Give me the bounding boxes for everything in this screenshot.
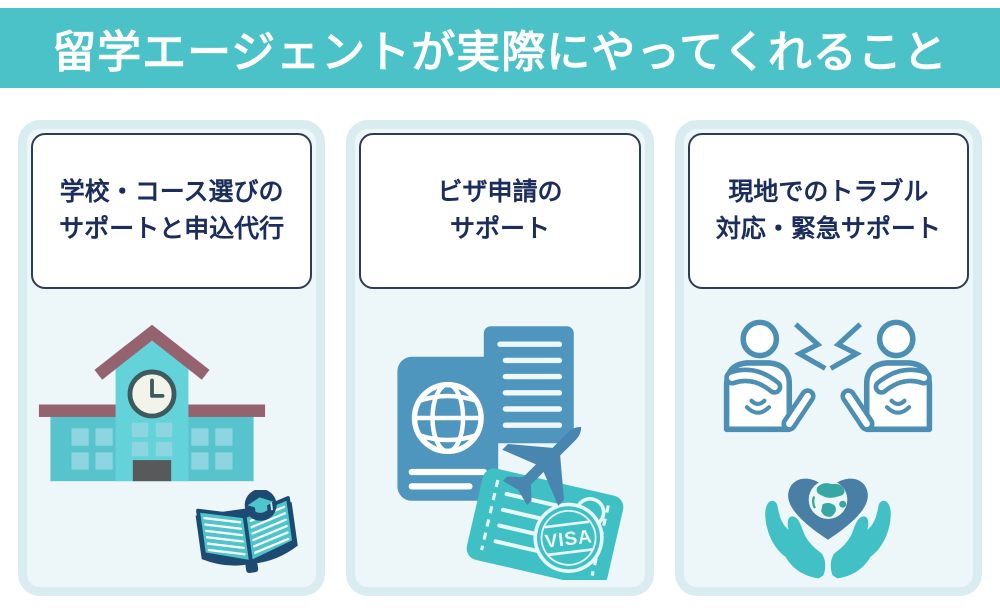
card-title-box: 現地でのトラブル 対応・緊急サポート xyxy=(687,133,969,289)
card-title-box: 学校・コース選びの サポートと申込代行 xyxy=(31,133,313,289)
hands-holding-heart-globe-icon xyxy=(765,478,892,579)
header-banner: 留学エージェントが実際にやってくれること xyxy=(0,8,1000,88)
card-icon-area xyxy=(684,307,973,587)
page-title: 留学エージェントが実際にやってくれること xyxy=(52,28,948,77)
card-title-line2: サポートと申込代行 xyxy=(59,215,285,243)
card-title-box: ビザ申請の サポート xyxy=(359,133,641,289)
card-title-line1: 学校・コース選びの xyxy=(59,177,284,206)
visa-ticket-stamp-icon: VISA xyxy=(466,468,624,580)
globe-icon xyxy=(812,483,847,517)
card-local-trouble-support: 現地でのトラブル 対応・緊急サポート xyxy=(674,120,982,596)
arguing-people-icon xyxy=(708,315,948,433)
school-door xyxy=(132,460,172,482)
card-icon-area: VISA xyxy=(355,307,644,587)
graduation-cap-icon xyxy=(248,497,274,513)
card-title-line2: 対応・緊急サポート xyxy=(715,215,941,243)
passport-visa-airplane-icon: VISA xyxy=(397,326,624,580)
card-title-line1: 現地でのトラブル xyxy=(728,177,929,206)
card-visa-application-support: ビザ申請の サポート xyxy=(346,120,654,596)
card-school-course-support: 学校・コース選びの サポートと申込代行 xyxy=(18,120,326,596)
cards-row: 学校・コース選びの サポートと申込代行 xyxy=(0,120,1000,596)
document-icon xyxy=(483,326,574,444)
school-building-icon xyxy=(38,324,266,482)
airplane-icon xyxy=(502,426,582,506)
card-icon-area xyxy=(27,307,316,587)
card-title-line2: サポート xyxy=(449,215,550,243)
card-title-line1: ビザ申請の xyxy=(437,177,563,206)
open-book-graduation-icon xyxy=(195,490,299,574)
passport-globe-icon xyxy=(397,356,499,501)
